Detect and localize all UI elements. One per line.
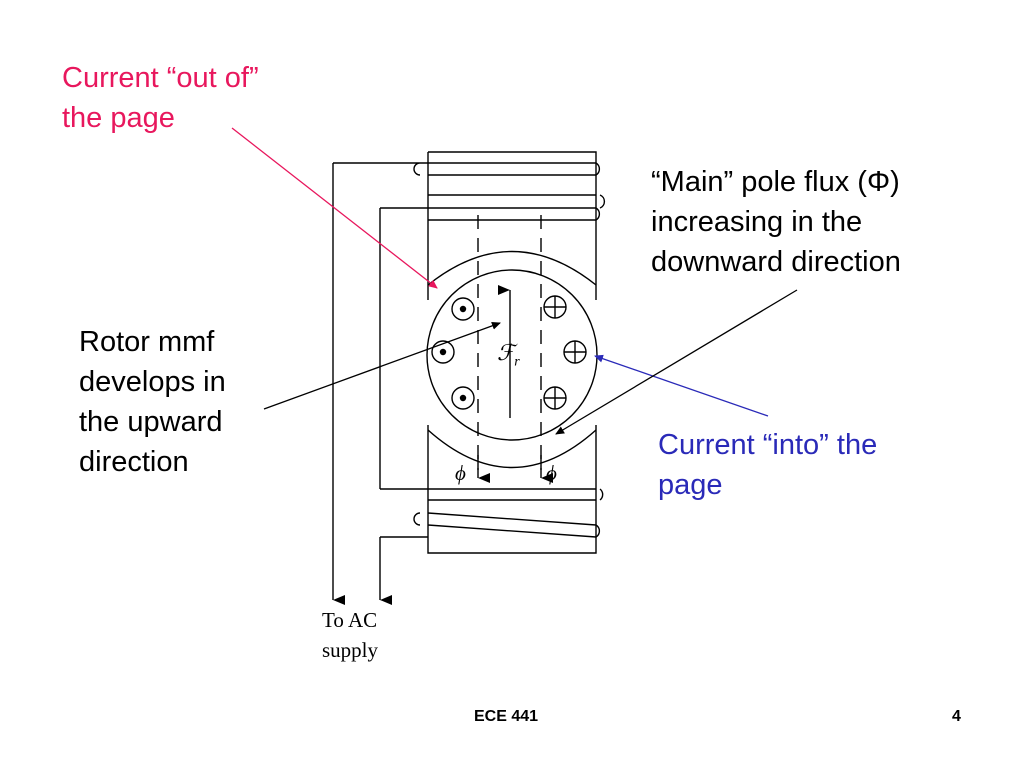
bottom-coil-upper xyxy=(380,488,604,501)
rotor-mmf-symbol: ℱr xyxy=(497,340,520,370)
annotation-rotor-mmf: Rotor mmf develops in the upward directi… xyxy=(79,326,226,478)
pointer-rotor-mmf xyxy=(263,321,501,410)
supply-label: To AC supply xyxy=(322,608,379,662)
footer-page-number: 4 xyxy=(952,708,961,725)
pointer-into-page xyxy=(594,354,769,417)
annotation-out-of-page: Current “out of” the page xyxy=(62,62,259,134)
pointer-out-of-page xyxy=(231,127,438,289)
top-pole-shoe xyxy=(427,250,597,286)
conductor-out-3 xyxy=(451,386,475,410)
top-pole xyxy=(427,151,597,300)
conductor-in-crosses xyxy=(544,296,586,409)
top-coil-right xyxy=(595,162,601,176)
top-coil-lower xyxy=(380,194,606,209)
annotation-main-flux: “Main” pole flux (Φ) increasing in the d… xyxy=(651,166,901,278)
top-coil-right-2 xyxy=(428,207,601,221)
bottom-pole-shoe xyxy=(427,429,597,469)
conductor-out-1 xyxy=(451,297,475,321)
annotation-into-page: Current “into” the page xyxy=(658,429,878,501)
conductor-out-2 xyxy=(431,340,455,364)
flux-label-left: ϕ xyxy=(455,461,466,485)
bottom-coil-lower xyxy=(413,512,601,538)
footer-course: ECE 441 xyxy=(474,708,539,725)
pointer-main-flux xyxy=(555,289,798,435)
top-coil-upper xyxy=(333,162,596,176)
flux-label-right: ϕ xyxy=(546,461,557,485)
